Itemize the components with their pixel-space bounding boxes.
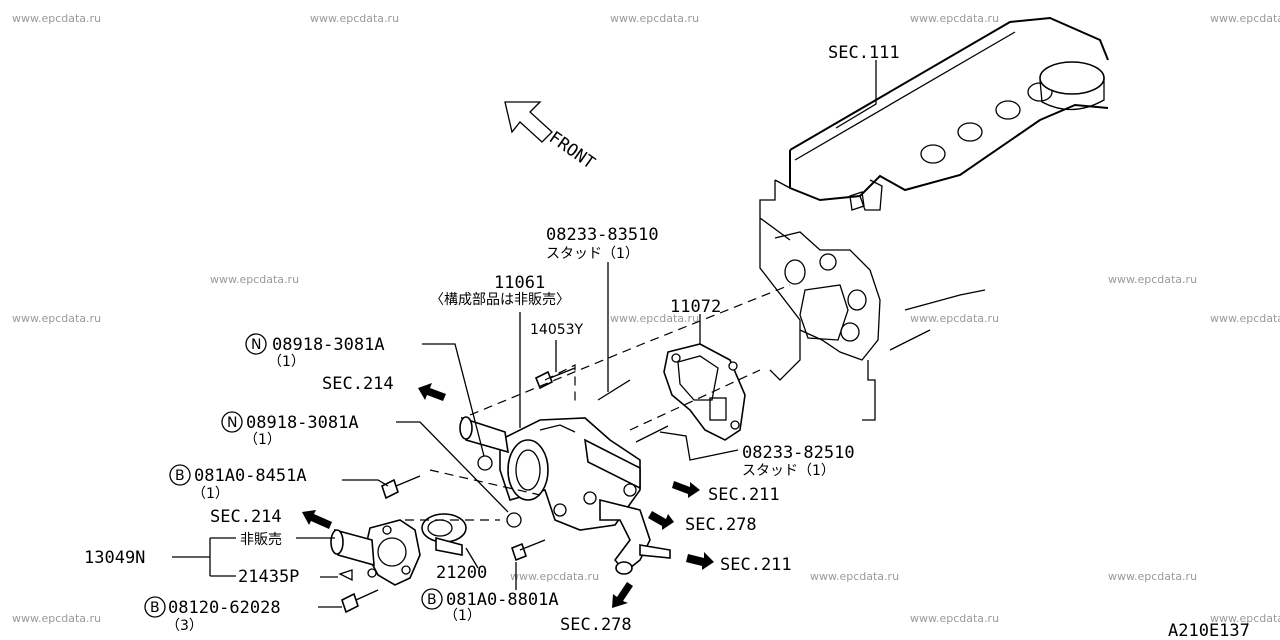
flow-arrows [302,383,714,608]
watermark: www.epcdata.ru [1108,273,1197,286]
alignment-lines [405,284,791,521]
label-11061-sub: 〈構成部品は非販売〉 [430,292,570,308]
fasteners-drawing [338,367,669,614]
front-label: FRONT [545,128,598,174]
watermarks: www.epcdata.ru www.epcdata.ru www.epcdat… [12,12,1280,625]
watermark: www.epcdata.ru [1210,312,1280,325]
watermark: www.epcdata.ru [1210,612,1280,625]
label-08233-83510: 08233-83510 [546,225,659,245]
watermark: www.epcdata.ru [810,570,899,583]
label-sec111: SEC.111 [828,43,900,63]
callouts: SEC.111 08233-83510 スタッド（1） 11061 〈構成部品は… [84,43,1250,640]
label-n1-qty: （1） [268,354,305,370]
label-sec278-a: SEC.278 [685,515,757,535]
label-b2-qty: （3） [166,618,203,634]
watermark: www.epcdata.ru [610,12,699,25]
badge-b: B [150,600,160,616]
cylinder-head-drawing [759,16,1109,421]
watermark: www.epcdata.ru [12,312,101,325]
watermark: www.epcdata.ru [12,612,101,625]
badge-b-circle [421,588,443,610]
badge-b-circle [169,464,191,486]
watermark: www.epcdata.ru [1210,12,1280,25]
label-sec278-b: SEC.278 [560,615,632,635]
label-b1-qty: （1） [192,486,229,502]
badge-b: B [175,468,185,484]
watermark: www.epcdata.ru [910,312,999,325]
watermark: www.epcdata.ru [310,12,399,25]
badge-n: N [251,337,261,353]
watermark: www.epcdata.ru [510,570,599,583]
gasket-11072-drawing [663,343,746,441]
watermark: www.epcdata.ru [1108,570,1197,583]
leader-lines [172,60,877,608]
label-11072: 11072 [670,297,721,317]
thermostat-drawing [421,513,467,556]
label-n2-code: 08918-3081A [246,413,359,433]
label-b1-code: 081A0-8451A [194,466,307,486]
label-21435p: 21435P [238,567,299,587]
label-sec214-a: SEC.214 [322,374,394,394]
thermostat-housing-drawing [330,519,421,586]
badge-n-circle [245,333,267,355]
badges: N N B B B [144,333,443,618]
label-14053y: 14053Y [530,322,584,338]
label-sec211-b: SEC.211 [720,555,792,575]
label-13049n: 13049N [84,548,145,568]
label-21200: 21200 [436,563,487,583]
label-b3-qty: （1） [444,608,481,624]
label-b2-code: 08120-62028 [168,598,281,618]
label-sec211-a: SEC.211 [708,485,780,505]
watermark: www.epcdata.ru [910,612,999,625]
drawing-number: A210E137 [1168,621,1250,640]
label-sec214-b: SEC.214 [210,507,282,527]
label-n2-qty: （1） [244,432,281,448]
label-08233-82510: 08233-82510 [742,443,855,463]
label-11061: 11061 [494,273,545,293]
watermark: www.epcdata.ru [610,312,699,325]
label-08233-83510-sub: スタッド（1） [546,246,639,262]
label-b3-code: 081A0-8801A [446,590,559,610]
front-arrow-icon [504,101,553,143]
label-08233-82510-sub: スタッド（1） [742,463,835,479]
label-nonsale: 非販売 [240,532,282,548]
badge-n: N [227,415,237,431]
water-outlet-drawing [459,416,671,575]
watermark: www.epcdata.ru [910,12,999,25]
badge-b-circle [144,596,166,618]
badge-b: B [427,592,437,608]
watermark: www.epcdata.ru [210,273,299,286]
label-n1-code: 08918-3081A [272,335,385,355]
watermark: www.epcdata.ru [12,12,101,25]
badge-n-circle [221,411,243,433]
